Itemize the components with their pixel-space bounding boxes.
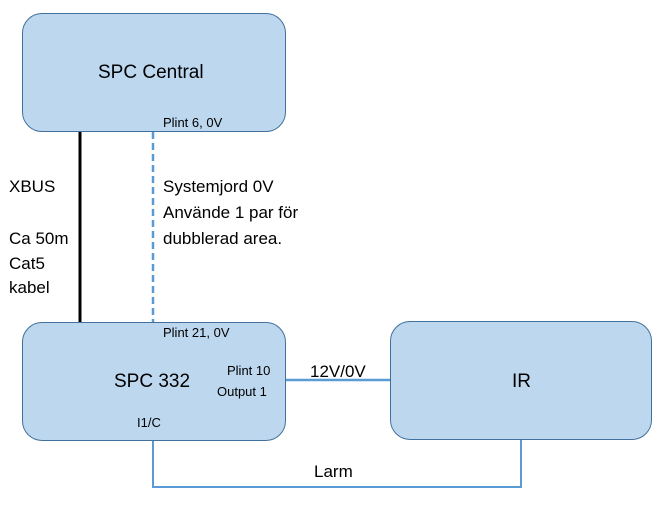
xbus-cable-label: kabel (9, 278, 50, 297)
spc-central-port-label: Plint 6, 0V (163, 115, 223, 130)
ground-label-line1: Systemjord 0V (163, 177, 274, 196)
spc-332-box: Plint 21, 0V SPC 332 Plint 10 Output 1 I… (22, 322, 286, 441)
spc-central-title: SPC Central (98, 62, 204, 83)
alarm-label: Larm (314, 462, 353, 481)
spc-332-i1c-label: I1/C (137, 415, 161, 430)
ir-box: IR (390, 321, 652, 440)
alarm-line (152, 439, 522, 488)
spc-332-output1-label: Output 1 (217, 384, 267, 399)
spc-332-plint10-label: Plint 10 (227, 363, 271, 378)
ir-title: IR (512, 371, 531, 392)
spc-central-box: SPC Central Plint 6, 0V (22, 13, 286, 132)
xbus-label: XBUS (9, 177, 56, 196)
ground-label-line2: Använde 1 par för (163, 203, 299, 222)
spc-332-title: SPC 332 (114, 371, 191, 392)
spc-332-top-port-label: Plint 21, 0V (163, 325, 230, 340)
power-label: 12V/0V (310, 362, 366, 381)
ground-label-line3: dubblerad area. (163, 229, 283, 248)
xbus-cable-type-label: Cat5 (9, 254, 45, 273)
xbus-length-label: Ca 50m (9, 229, 69, 248)
